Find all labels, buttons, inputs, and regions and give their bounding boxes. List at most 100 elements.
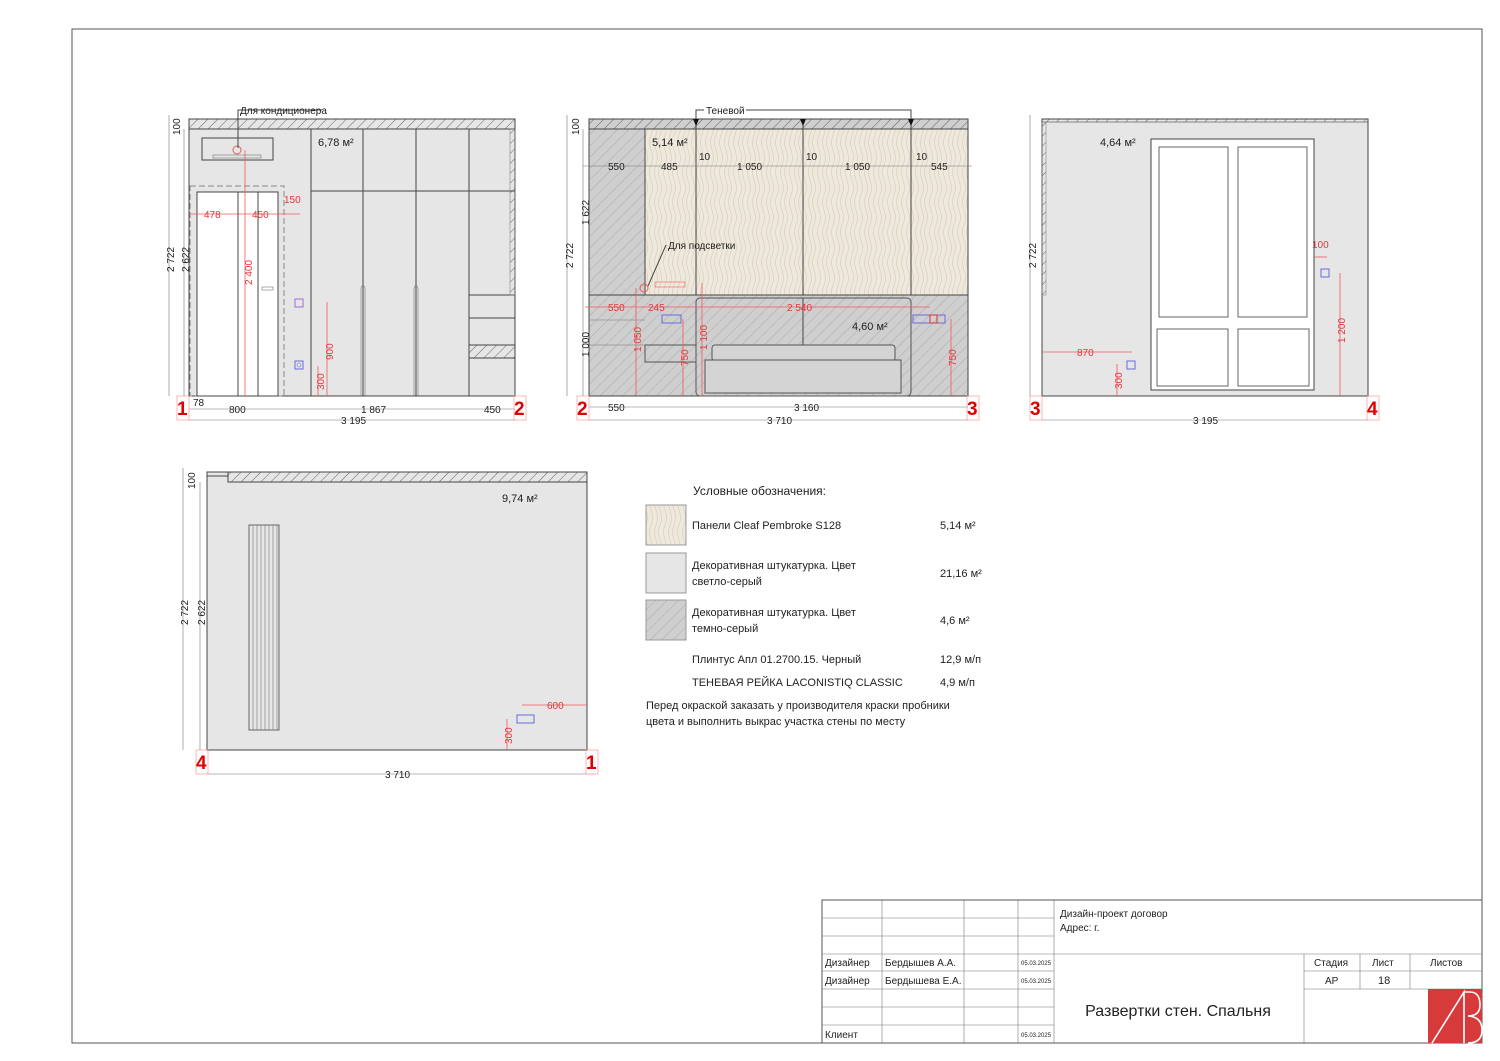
corner-marker: 2 xyxy=(577,399,588,420)
dim-top: 100 xyxy=(571,118,582,135)
corner-marker: 4 xyxy=(196,753,207,774)
title-block: Дизайн-проект договор Адрес: г. Дизайнер… xyxy=(821,899,1483,1044)
date: 05.03.2025 xyxy=(1021,1033,1052,1039)
legend-label: Декоративная штукатурка. Цвет xyxy=(692,607,856,619)
dim: 10 xyxy=(916,152,928,163)
sheet-number: 18 xyxy=(1378,975,1390,987)
dim-upper: 1 622 xyxy=(581,200,592,225)
dim: 545 xyxy=(931,162,948,173)
dim-478: 478 xyxy=(204,210,221,221)
legend-value: 12,9 м/п xyxy=(940,654,981,666)
dim-total: 3 710 xyxy=(767,416,792,427)
dim: 1 050 xyxy=(737,162,762,173)
sheet-label: Лист xyxy=(1372,958,1394,969)
sheets-label: Листов xyxy=(1430,958,1463,969)
stage-label: Стадия xyxy=(1314,958,1348,969)
elevation-2-3: Теневой 5,14 м² 4,60 м² Для подсветки 55… xyxy=(565,106,980,427)
date: 05.03.2025 xyxy=(1021,961,1052,967)
dim: 10 xyxy=(699,152,711,163)
corner-marker: 1 xyxy=(586,753,597,774)
dim-800: 800 xyxy=(229,405,246,416)
dim-red: 300 xyxy=(1114,372,1125,389)
legend-note: цвета и выполнить выкрас участка стены п… xyxy=(646,716,906,728)
dim-height-total: 2 722 xyxy=(1028,243,1039,268)
dim-height-total: 2 722 xyxy=(166,247,177,272)
elevation-3-4: 4,64 м² 870 300 100 1 200 2 722 3 195 3 … xyxy=(1028,115,1380,427)
socket-icon xyxy=(516,714,535,724)
company-logo xyxy=(1428,989,1483,1044)
legend-value: 4,6 м² xyxy=(940,615,970,627)
radiator xyxy=(248,524,280,731)
legend-note: Перед окраской заказать у производителя … xyxy=(646,700,950,712)
dim-red: 1 100 xyxy=(699,325,710,350)
wardrobe xyxy=(310,128,516,396)
role: Дизайнер xyxy=(825,976,870,987)
corner-marker: 2 xyxy=(514,399,525,420)
socket-icon xyxy=(294,360,304,370)
note-backlight: Для подсветки xyxy=(668,241,735,252)
bed xyxy=(711,344,896,362)
dim-78: 78 xyxy=(193,398,205,409)
dim-red: 1 050 xyxy=(633,327,644,352)
sheet-title: Развертки стен. Спальня xyxy=(1085,1003,1271,1020)
dim-height-total: 2 722 xyxy=(180,600,191,625)
dim-150: 150 xyxy=(284,195,301,206)
sheet-frame xyxy=(71,28,1483,1044)
stage-value: АР xyxy=(1325,976,1339,987)
dim: 10 xyxy=(806,152,818,163)
dim-height-clear: 2 622 xyxy=(181,247,192,272)
legend-label: ТЕНЕВАЯ РЕЙКА LACONISTIQ CLASSIC xyxy=(692,676,903,689)
swatch-light xyxy=(645,552,687,594)
project-name: Дизайн-проект договор xyxy=(1060,909,1168,920)
project-address: Адрес: г. xyxy=(1060,923,1099,934)
date: 05.03.2025 xyxy=(1021,979,1052,985)
socket-icon xyxy=(1320,268,1330,278)
dim-2400: 2 400 xyxy=(244,260,255,285)
role: Клиент xyxy=(825,1030,858,1041)
dim: 3 160 xyxy=(794,403,819,414)
area-dark: 4,60 м² xyxy=(852,321,888,333)
socket-icon xyxy=(1126,360,1136,370)
legend-label: светло-серый xyxy=(692,576,762,588)
dim: 550 xyxy=(608,403,625,414)
note-shadow-gap: Теневой xyxy=(706,106,745,117)
dim-total: 3 195 xyxy=(1193,416,1218,427)
socket-icon xyxy=(912,314,946,324)
dim-total: 3 195 xyxy=(341,416,366,427)
dim-450-bottom: 450 xyxy=(484,405,501,416)
legend-title: Условные обозначения: xyxy=(693,484,826,498)
dim-red: 870 xyxy=(1077,348,1094,359)
dim-300: 300 xyxy=(316,373,327,390)
dim-red: 1 200 xyxy=(1337,318,1348,343)
window xyxy=(1150,138,1315,391)
elevation-4-1: 9,74 м² 600 300 2 722 2 622 100 3 710 4 … xyxy=(180,468,599,781)
legend: Условные обозначения: Панели Cleaf Pembr… xyxy=(645,484,982,728)
role: Дизайнер xyxy=(825,958,870,969)
note-ac: Для кондиционера xyxy=(240,106,327,117)
dim-red: 100 xyxy=(1312,240,1329,251)
dim-lower: 1 000 xyxy=(581,332,592,357)
legend-value: 21,16 м² xyxy=(940,568,982,580)
legend-value: 4,9 м/п xyxy=(940,677,975,689)
dim-top: 100 xyxy=(172,118,183,135)
dim-900: 900 xyxy=(325,343,336,360)
legend-label: темно-серый xyxy=(692,623,758,635)
dim: 550 xyxy=(608,162,625,173)
area-label: 6,78 м² xyxy=(318,137,354,149)
area-label: 4,64 м² xyxy=(1100,137,1136,149)
dim-red: 750 xyxy=(948,349,959,366)
dim-red: 2 540 xyxy=(787,303,812,314)
switch-icon xyxy=(294,298,304,308)
swatch-panel xyxy=(645,504,687,546)
legend-label: Плинтус Апл 01.2700.15. Черный xyxy=(692,654,861,666)
area-panels: 5,14 м² xyxy=(652,137,688,149)
corner-marker: 3 xyxy=(1030,399,1041,420)
dim-450: 450 xyxy=(252,210,269,221)
wall-panels xyxy=(644,128,969,296)
legend-label: Декоративная штукатурка. Цвет xyxy=(692,560,856,572)
dim: 485 xyxy=(661,162,678,173)
dim-1867: 1 867 xyxy=(361,405,386,416)
person-name: Бердышев А.А. xyxy=(885,958,956,969)
dim: 1 050 xyxy=(845,162,870,173)
